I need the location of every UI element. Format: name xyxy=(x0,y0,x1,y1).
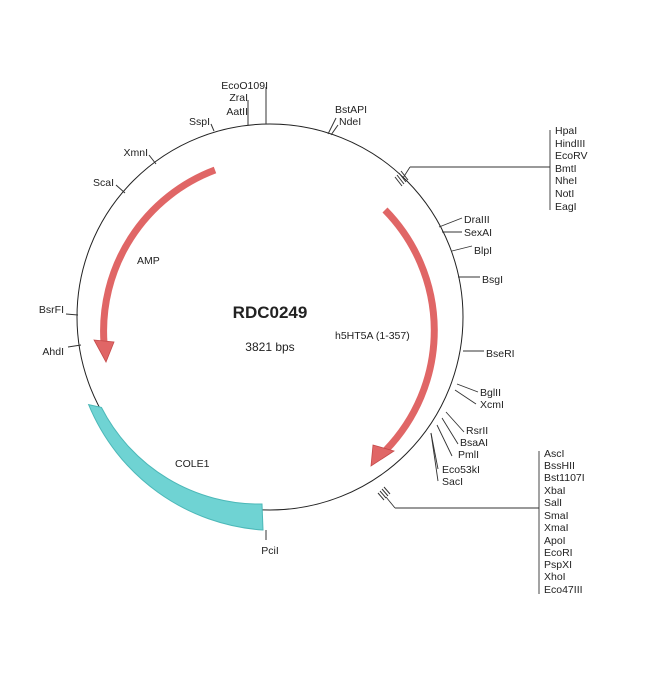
cluster-bottom-site: PspXI xyxy=(544,559,572,571)
site-sspi-label: SspI xyxy=(189,116,210,128)
site-ndei-tick xyxy=(330,124,339,136)
site-pmli-label: PmlI xyxy=(458,449,479,461)
site-bsaai-label: BsaAI xyxy=(460,437,488,449)
site-ahdi-tick xyxy=(67,344,82,348)
cluster-bottom-site: XmaI xyxy=(544,522,569,534)
site-xmni-tick xyxy=(148,154,157,165)
cluster-top-site: EcoRV xyxy=(555,150,588,162)
cluster-top-site: NotI xyxy=(555,188,574,200)
cluster-bottom-site: SmaI xyxy=(544,510,569,522)
site-ahdi-label: AhdI xyxy=(42,346,64,358)
site-xcmi-label: XcmI xyxy=(480,399,504,411)
site-xcmi-leader xyxy=(454,389,477,405)
cluster-top-site: BmtI xyxy=(555,163,577,175)
site-rsrii-leader xyxy=(445,411,465,433)
plasmid-size: 3821 bps xyxy=(245,340,294,354)
site-bstapi-label: BstAPI xyxy=(335,104,367,116)
feature-amp-arrowhead xyxy=(93,339,115,363)
site-xmni-label: XmnI xyxy=(123,147,148,159)
site-zrai-label: ZraI xyxy=(229,92,248,104)
cluster-bottom-site: EcoRI xyxy=(544,547,573,559)
cluster-top-site: EagI xyxy=(555,201,577,213)
feature-cole1-band xyxy=(87,403,264,531)
site-saci-label: SacI xyxy=(442,476,463,488)
site-eco53ki-label: Eco53kI xyxy=(442,464,480,476)
site-sspi-tick xyxy=(210,123,215,132)
site-drai-leader xyxy=(438,217,463,228)
site-pcii-label: PciI xyxy=(261,545,279,557)
cluster-top-site: NheI xyxy=(555,175,577,187)
site-bstapi-tick xyxy=(327,117,337,135)
feature-h5ht5a-arrow xyxy=(382,207,438,453)
cluster-bottom-site: Eco47III xyxy=(544,584,583,596)
cluster-bottom-site: XhoI xyxy=(544,571,566,583)
cluster-bottom-marker xyxy=(377,486,391,501)
feature-h5ht5a-label: h5HT5A (1-357) xyxy=(335,330,410,342)
site-drai-label: DraIII xyxy=(464,214,490,226)
site-bsrfi-label: BsrFI xyxy=(39,304,64,316)
site-pmli-leader xyxy=(436,424,453,457)
cluster-top-leader-1 xyxy=(402,166,411,179)
site-ecoo109i-label: EcoO109I xyxy=(221,80,268,92)
site-blpi-label: BlpI xyxy=(474,245,492,257)
site-bglii-leader xyxy=(456,383,479,393)
site-scai-tick xyxy=(115,184,126,194)
backbone-circle xyxy=(76,123,464,511)
cluster-bottom-leader-1 xyxy=(385,496,396,509)
site-bseri-label: BseRI xyxy=(486,348,515,360)
feature-amp-arrow xyxy=(100,166,217,344)
site-blpi-leader xyxy=(451,245,473,252)
site-sexai-label: SexAI xyxy=(464,227,492,239)
feature-amp-label: AMP xyxy=(137,255,160,267)
site-bsgi-label: BsgI xyxy=(482,274,503,286)
cluster-bottom-site: BssHII xyxy=(544,460,575,472)
cluster-bottom-site: AscI xyxy=(544,448,564,460)
cluster-bottom-site: XbaI xyxy=(544,485,566,497)
feature-h5ht5a-arrowhead xyxy=(370,444,395,467)
site-aatii-label: AatII xyxy=(226,106,248,118)
plasmid-name: RDC0249 xyxy=(233,303,308,322)
cluster-top-site: HpaI xyxy=(555,125,577,137)
site-saci-leader xyxy=(430,432,439,482)
site-scai-label: ScaI xyxy=(93,177,114,189)
site-bsrfi-tick xyxy=(65,313,79,316)
cluster-bottom-site: ApoI xyxy=(544,535,566,547)
site-bsaai-leader xyxy=(441,417,459,445)
feature-cole1-label: COLE1 xyxy=(175,458,210,470)
site-bglii-label: BglII xyxy=(480,387,501,399)
site-rsrii-label: RsrII xyxy=(466,425,488,437)
cluster-top-site: HindIII xyxy=(555,138,585,150)
cluster-bottom-site: Bst1107I xyxy=(544,472,585,484)
cluster-bottom-site: SalI xyxy=(544,497,562,509)
site-ndei-label: NdeI xyxy=(339,116,361,128)
